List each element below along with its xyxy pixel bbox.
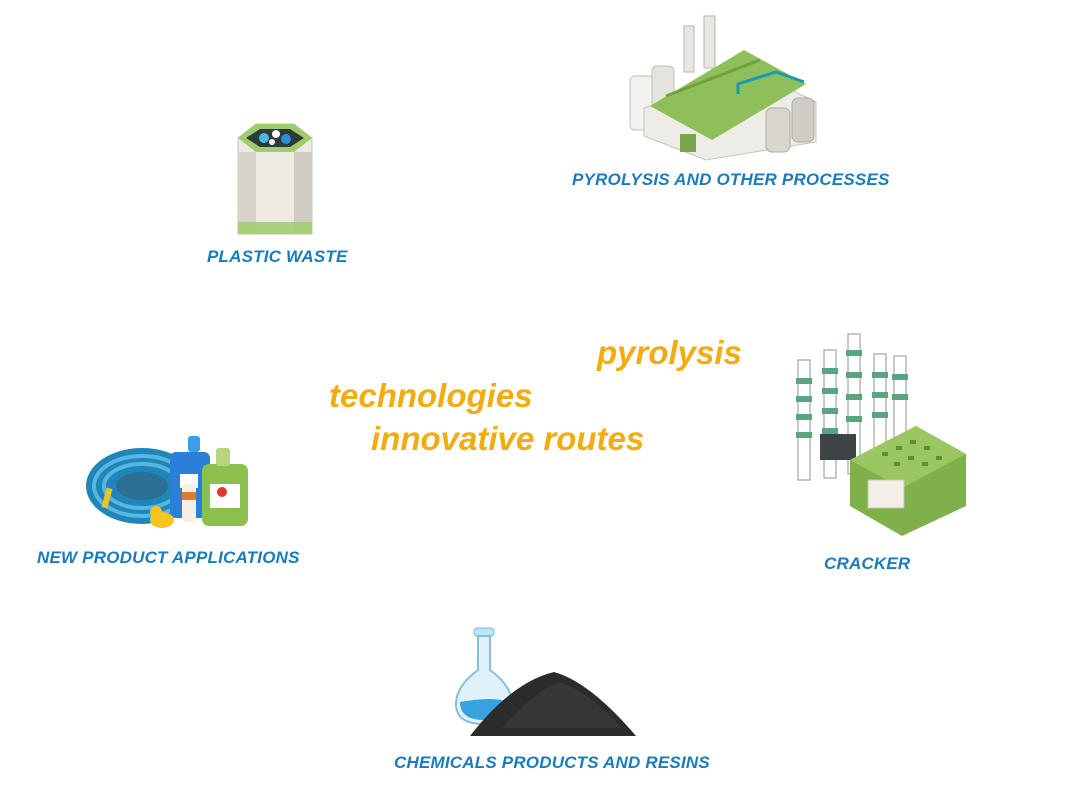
cracker-plant-icon <box>790 330 970 542</box>
node-label-new-products: NEW PRODUCT APPLICATIONS <box>37 548 300 567</box>
keyword-technologies: technologies <box>329 377 533 414</box>
node-label-cracker: CRACKER <box>824 554 911 573</box>
node-label-pyrolysis-processes: PYROLYSIS AND OTHER PROCESSES <box>572 170 890 189</box>
consumer-products-icon <box>84 432 256 532</box>
waste-bin-icon <box>232 118 318 238</box>
keyword-pyrolysis: pyrolysis <box>597 334 742 371</box>
node-label-plastic-waste: PLASTIC WASTE <box>207 247 348 266</box>
flask-icon <box>442 624 638 742</box>
keyword-innovative-routes: innovative routes <box>371 420 645 457</box>
factory-icon <box>626 12 822 162</box>
node-label-chemicals-products: CHEMICALS PRODUCTS AND RESINS <box>394 753 710 772</box>
